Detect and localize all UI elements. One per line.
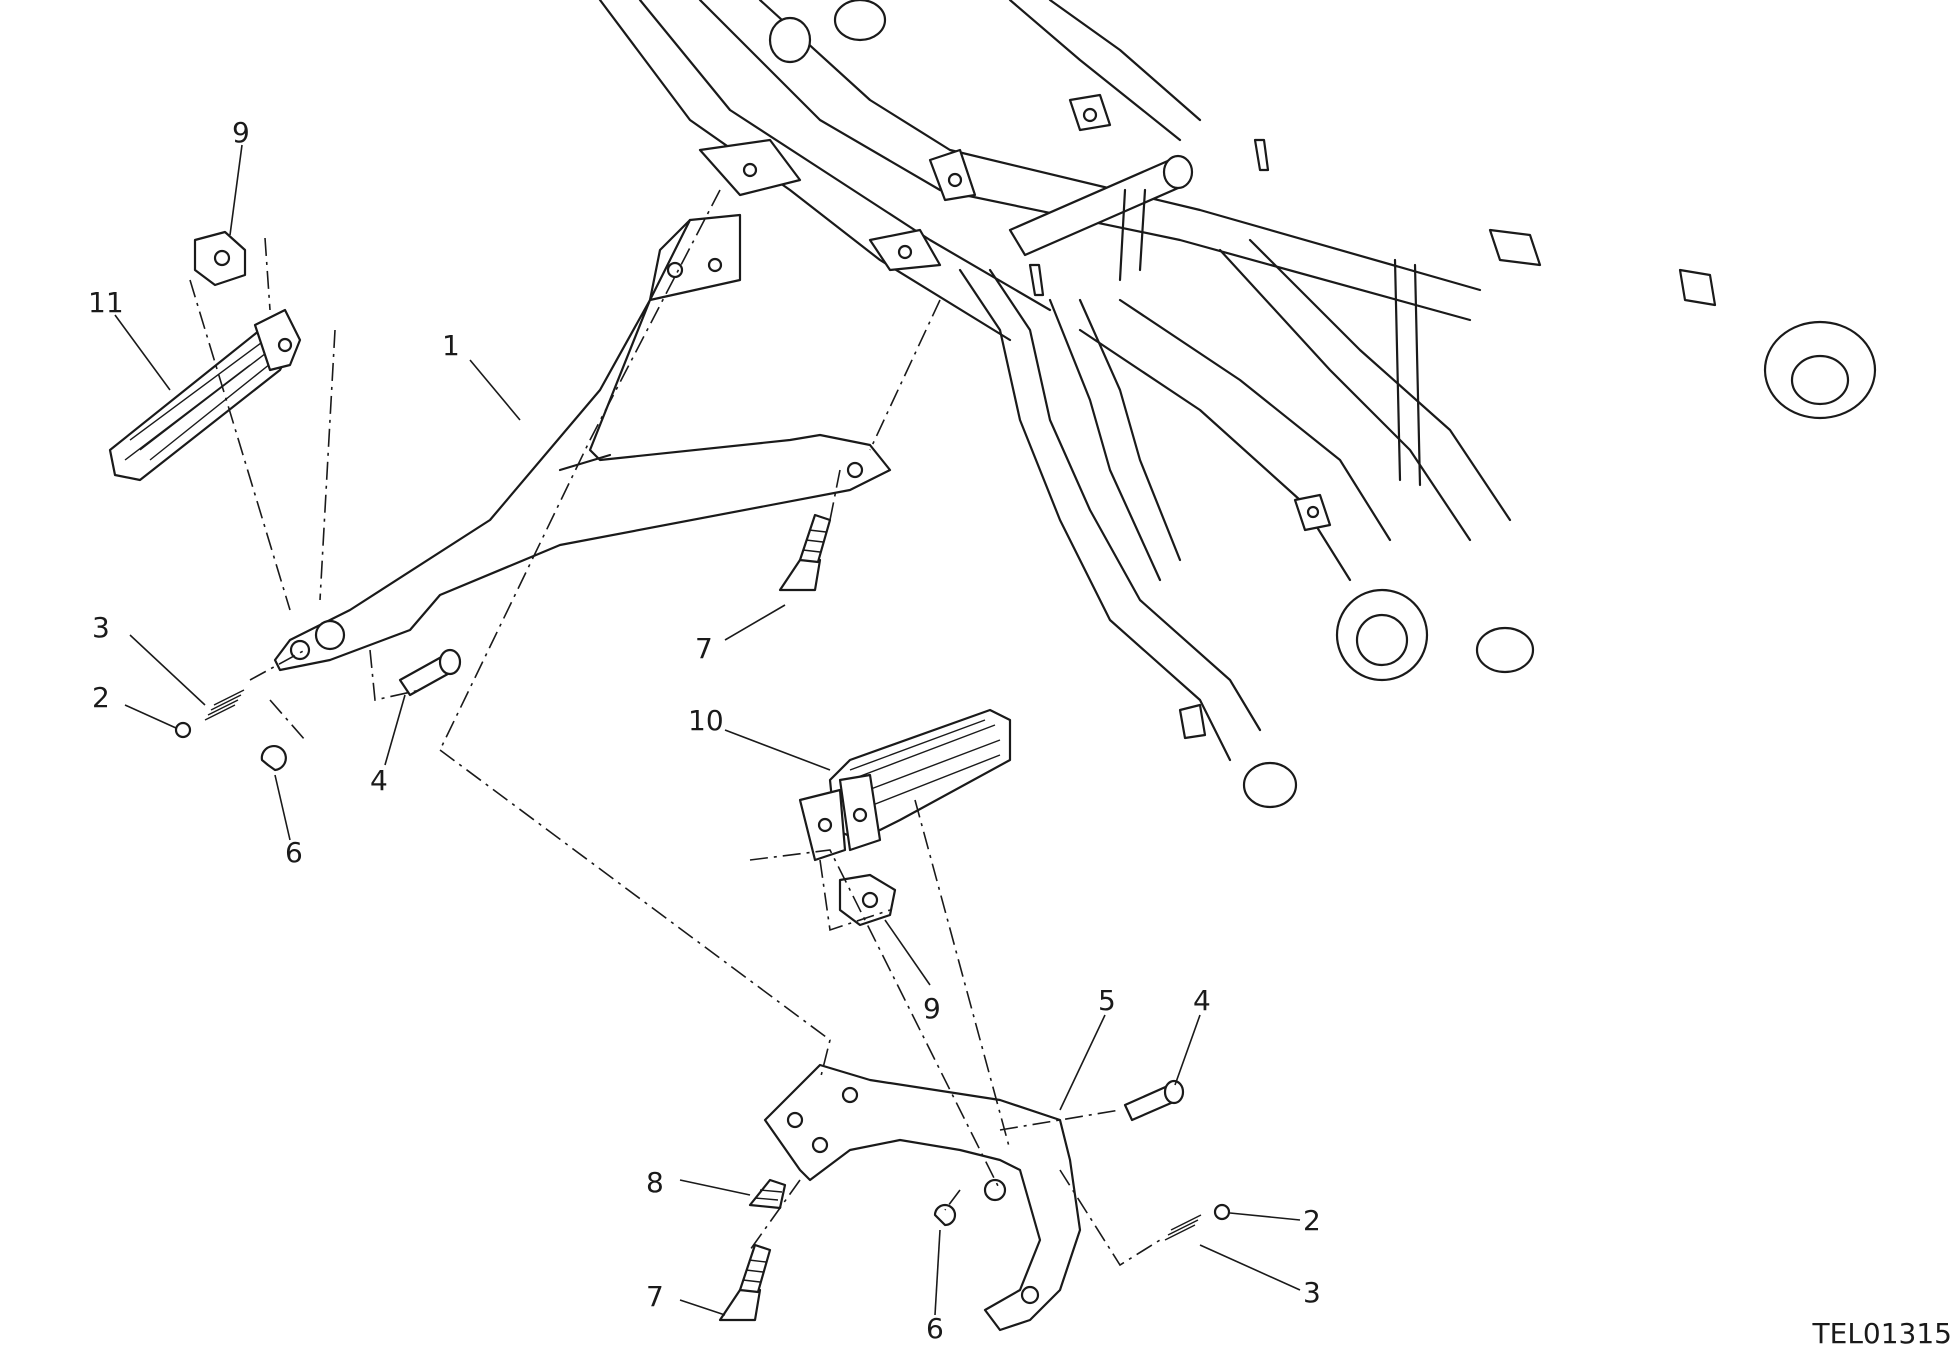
rear-subframe — [598, 0, 1877, 809]
callout-9-upper: 9 — [232, 116, 250, 149]
callout-9-lower: 9 — [923, 992, 941, 1025]
callout-10: 10 — [688, 704, 724, 737]
callout-3-right: 3 — [1303, 1276, 1321, 1309]
screw-upper — [778, 513, 832, 592]
callout-6-left: 6 — [285, 836, 303, 869]
ball-right — [1213, 1203, 1231, 1221]
callout-6-right: 6 — [926, 1312, 944, 1345]
leader-lines — [114, 144, 1301, 1316]
screw-short — [748, 1178, 787, 1210]
assembly-lines — [189, 189, 1161, 1267]
callout-5: 5 — [1098, 984, 1116, 1017]
callout-7-upper: 7 — [695, 632, 713, 665]
drawing-code: TEL01315 — [1812, 1317, 1952, 1350]
clip-left — [260, 744, 287, 772]
left-footpeg-holder — [273, 213, 892, 672]
screw-lower — [718, 1243, 772, 1322]
plate-upper — [193, 230, 247, 287]
callout-1: 1 — [442, 329, 460, 362]
ball-left — [174, 721, 192, 739]
right-footpeg — [798, 708, 1012, 862]
callout-2-right: 2 — [1303, 1204, 1321, 1237]
callout-7-lower: 7 — [646, 1280, 664, 1313]
pin-right — [1123, 1079, 1185, 1122]
clip-right — [933, 1203, 957, 1227]
callout-8: 8 — [646, 1166, 664, 1199]
callout-4-right: 4 — [1193, 984, 1211, 1017]
callout-4-left: 4 — [370, 764, 388, 797]
callouts: 9 11 1 3 2 4 6 7 10 9 5 4 8 7 6 2 3 — [88, 116, 1321, 1345]
callout-3-left: 3 — [92, 611, 110, 644]
spring-right — [1164, 1214, 1202, 1241]
pin-left — [398, 648, 462, 697]
right-footpeg-holder — [763, 1063, 1082, 1332]
callout-11: 11 — [88, 286, 124, 319]
spring-left — [204, 689, 245, 721]
callout-2-left: 2 — [92, 681, 110, 714]
left-footpeg — [108, 308, 302, 482]
